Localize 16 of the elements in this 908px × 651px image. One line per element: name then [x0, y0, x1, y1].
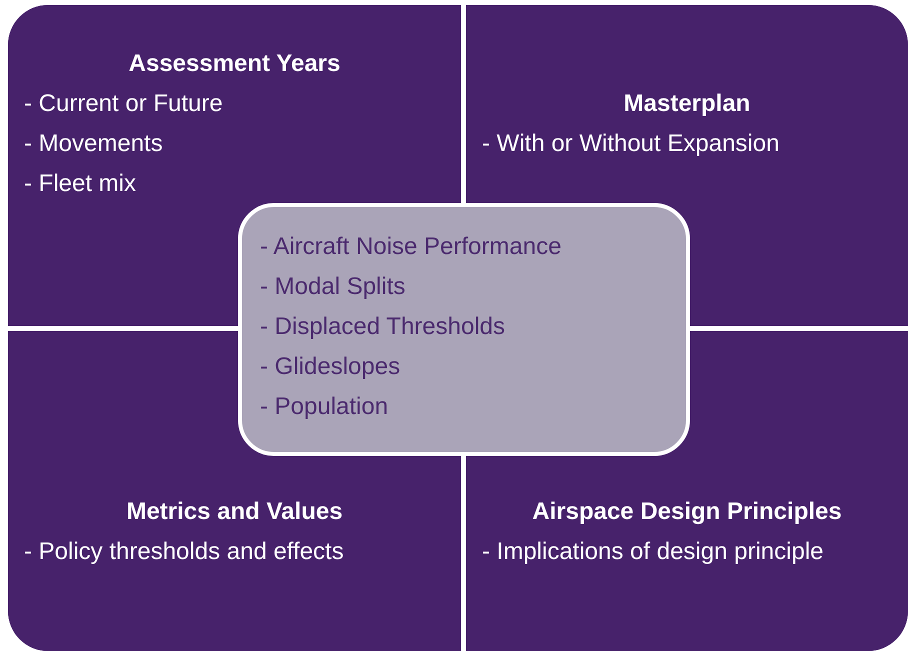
list-item: - Policy thresholds and effects — [24, 537, 344, 567]
panel-heading: Airspace Design Principles — [532, 497, 842, 527]
list-item: - Displaced Thresholds — [260, 312, 506, 342]
list-item: - Movements — [24, 129, 163, 159]
list-item: - Modal Splits — [260, 272, 406, 302]
list-item: - Glideslopes — [260, 352, 400, 382]
list-item: - With or Without Expansion — [482, 129, 780, 159]
panel-heading: Masterplan — [624, 89, 750, 119]
list-item: - Fleet mix — [24, 169, 136, 199]
panel-heading: Metrics and Values — [126, 497, 343, 527]
list-item: - Current or Future — [24, 89, 223, 119]
center-box — [238, 203, 690, 456]
list-item: - Population — [260, 392, 388, 422]
list-item: - Aircraft Noise Performance — [260, 232, 562, 262]
list-item: - Implications of design principle — [482, 537, 824, 567]
panel-heading: Assessment Years — [128, 49, 340, 79]
